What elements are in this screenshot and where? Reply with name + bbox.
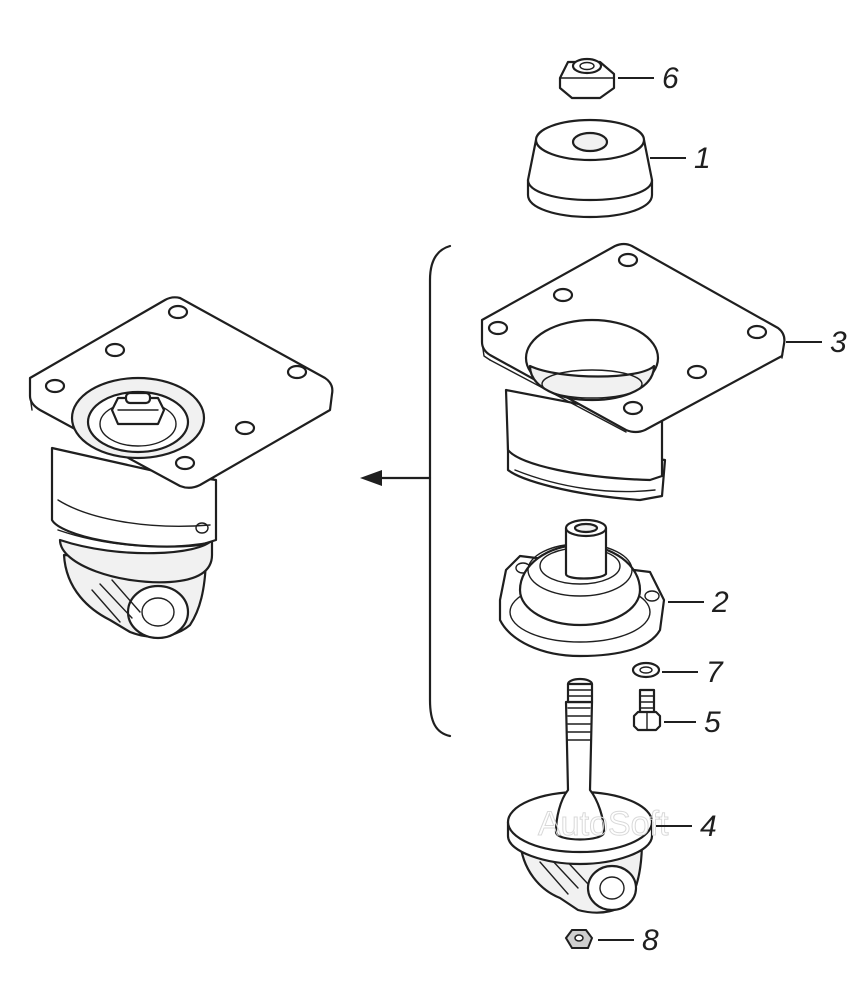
part-6-nut: [558, 57, 616, 100]
callout-label-4: 4: [700, 810, 717, 843]
watermark-text: AutoSoft: [538, 805, 669, 843]
callout-8: 8: [598, 924, 659, 957]
callout-3: 3: [786, 326, 847, 359]
callout-label-2: 2: [711, 586, 729, 619]
callout-label-5: 5: [704, 706, 721, 739]
callout-1: 1: [650, 142, 711, 175]
part-3-plate-housing: [480, 242, 786, 502]
callout-2: 2: [668, 586, 729, 619]
callout-6: 6: [618, 62, 679, 95]
part-5-bolt: [632, 688, 662, 732]
callout-label-3: 3: [830, 326, 847, 359]
callout-label-6: 6: [662, 62, 679, 95]
part-2-bearing-housing: [498, 518, 666, 658]
callout-label-1: 1: [694, 142, 711, 175]
callout-7: 7: [662, 656, 724, 689]
callout-4: 4: [656, 810, 717, 843]
callout-label-8: 8: [642, 924, 659, 957]
arrow-head-icon: [360, 470, 382, 486]
assembled-mount-view: [28, 296, 334, 640]
assembly-bracket: [360, 244, 452, 738]
part-8-small-nut: [564, 929, 594, 949]
part-7-washer: [631, 661, 661, 679]
part-4-pin-fork: [506, 677, 654, 914]
callout-5: 5: [664, 706, 721, 739]
callout-label-7: 7: [706, 656, 724, 689]
part-1-bumper: [526, 118, 654, 219]
